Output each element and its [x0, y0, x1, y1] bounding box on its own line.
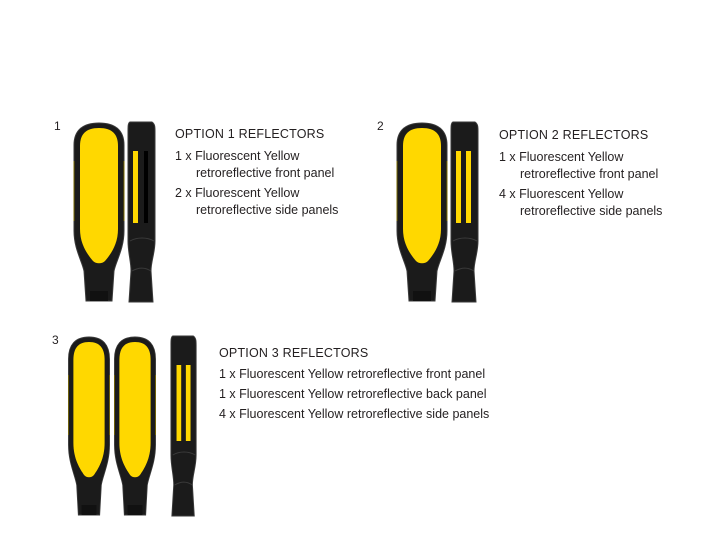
- detail-line: 1 x Fluorescent Yellow retroreflective f…: [499, 150, 659, 181]
- back-view-image: [112, 335, 158, 517]
- option-number: 1: [54, 119, 61, 133]
- side-view-image: [450, 121, 480, 303]
- option-number: 2: [377, 119, 384, 133]
- option-title: OPTION 2 REFLECTORS: [499, 128, 649, 142]
- detail-line: 1 x Fluorescent Yellow retroreflective f…: [219, 367, 486, 381]
- detail-line: 2 x Fluorescent Yellow retroreflective s…: [175, 186, 339, 217]
- side-recess: [144, 151, 148, 223]
- option-details: 1 x Fluorescent Yellow retroreflective f…: [499, 149, 689, 223]
- option-title: OPTION 3 REFLECTORS: [219, 346, 369, 360]
- front-view-image: [394, 121, 450, 303]
- side-reflector: [456, 151, 461, 223]
- option-details: 1 x Fluorescent Yellow retroreflective f…: [219, 366, 489, 426]
- detail-line: 1 x Fluorescent Yellow retroreflective f…: [175, 149, 335, 180]
- side-reflector: [185, 365, 191, 441]
- side-reflector: [176, 365, 182, 441]
- option-details: 1 x Fluorescent Yellow retroreflective f…: [175, 148, 365, 222]
- detail-line: 4 x Fluorescent Yellow retroreflective s…: [219, 407, 490, 421]
- option-number: 3: [52, 333, 59, 347]
- front-view-image: [66, 335, 112, 517]
- side-reflector: [133, 151, 138, 223]
- detail-line: 4 x Fluorescent Yellow retroreflective s…: [499, 187, 663, 218]
- side-view-image: [170, 335, 198, 517]
- front-view-image: [71, 121, 127, 303]
- side-view-image: [127, 121, 157, 303]
- option-title: OPTION 1 REFLECTORS: [175, 127, 325, 141]
- side-reflector: [466, 151, 471, 223]
- detail-line: 1 x Fluorescent Yellow retroreflective b…: [219, 387, 487, 401]
